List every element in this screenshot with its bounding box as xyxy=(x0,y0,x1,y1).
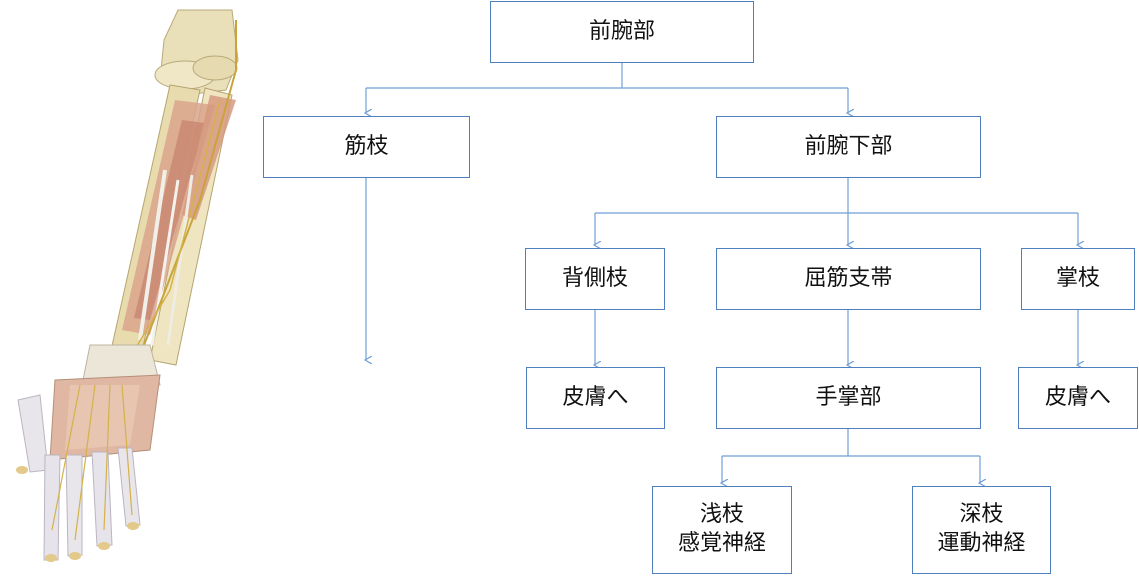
node-lower-forearm: 前腕下部 xyxy=(716,116,981,178)
forearm-anatomy-illustration xyxy=(16,9,239,562)
node-skin-left-label: 皮膚へ xyxy=(562,384,629,410)
node-palm-label: 手掌部 xyxy=(815,384,882,410)
node-superficial-branch: 浅枝 感覚神経 xyxy=(652,486,792,574)
node-skin-right-label: 皮膚へ xyxy=(1044,384,1111,410)
node-muscular-branch-label: 筋枝 xyxy=(344,133,389,159)
node-palm: 手掌部 xyxy=(716,367,981,429)
node-dorsal-branch-label: 背側枝 xyxy=(561,265,628,291)
node-superficial-branch-line1: 浅枝 xyxy=(699,502,744,528)
node-muscular-branch: 筋枝 xyxy=(263,116,470,178)
node-lower-forearm-label: 前腕下部 xyxy=(804,133,893,159)
node-flexor-retinaculum-label: 屈筋支帯 xyxy=(804,265,893,291)
node-skin-right: 皮膚へ xyxy=(1018,367,1138,429)
node-superficial-branch-line2: 感覚神経 xyxy=(677,531,766,556)
node-deep-branch: 深枝 運動神経 xyxy=(912,486,1051,574)
node-palmar-branch-label: 掌枝 xyxy=(1055,265,1100,291)
node-forearm: 前腕部 xyxy=(490,1,754,63)
node-forearm-label: 前腕部 xyxy=(588,18,655,44)
node-deep-branch-line1: 深枝 xyxy=(959,502,1004,528)
node-palmar-branch: 掌枝 xyxy=(1021,248,1135,310)
node-skin-left: 皮膚へ xyxy=(526,367,665,429)
node-flexor-retinaculum: 屈筋支帯 xyxy=(716,248,981,310)
node-deep-branch-line2: 運動神経 xyxy=(937,531,1026,556)
node-dorsal-branch: 背側枝 xyxy=(525,248,665,310)
